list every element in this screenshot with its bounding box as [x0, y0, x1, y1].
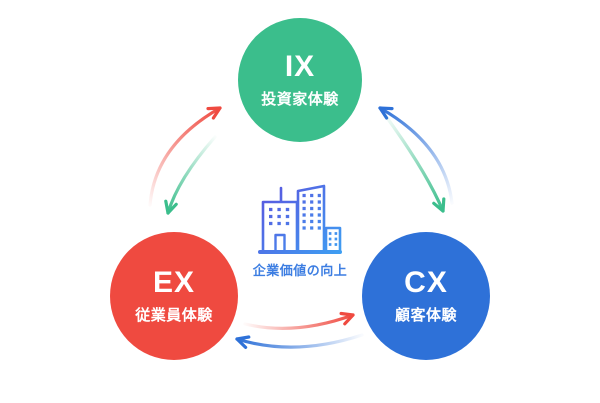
node-cx-sublabel: 顧客体験	[394, 306, 457, 324]
arrow-ex-to-ix	[148, 106, 222, 207]
building-icon	[258, 184, 342, 254]
arrow-ix-to-cx	[383, 113, 446, 213]
node-cx-label: CX	[404, 266, 448, 300]
node-ix: IX 投資家体験	[238, 18, 362, 142]
node-ix-label: IX	[284, 50, 316, 84]
center-caption: 企業価値の向上	[252, 263, 348, 278]
node-ex-sublabel: 従業員体験	[135, 306, 213, 324]
arrowhead-red-icon	[339, 311, 355, 326]
arrow-ix-to-ex	[164, 135, 217, 215]
arrowhead-blue-icon	[235, 335, 251, 349]
arrowhead-red-icon	[206, 106, 222, 120]
node-ex: EX 従業員体験	[110, 232, 238, 360]
node-cx: CX 顧客体験	[362, 232, 490, 360]
arrowhead-green-icon	[164, 199, 178, 215]
arrow-ex-to-cx	[243, 311, 355, 330]
arrowhead-green-icon	[432, 197, 446, 213]
node-ix-sublabel: 投資家体験	[261, 90, 339, 108]
arrow-cx-to-ex	[235, 333, 364, 349]
node-ex-label: EX	[152, 266, 196, 300]
